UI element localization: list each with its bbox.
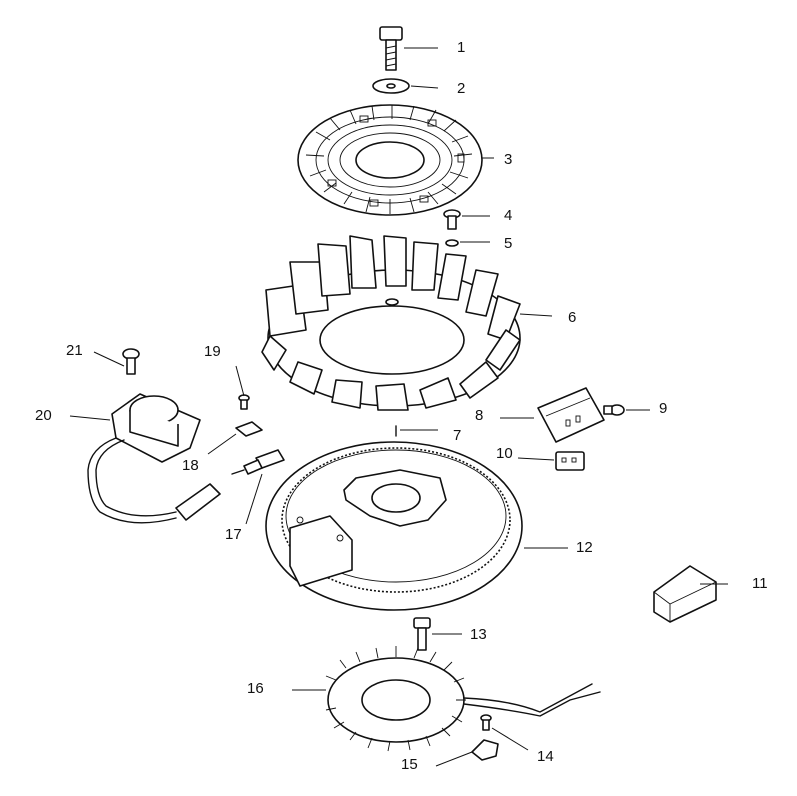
callout-16: 16 <box>247 680 264 697</box>
part-11-rectifier <box>653 565 717 623</box>
callout-2: 2 <box>457 80 466 97</box>
callout-18: 18 <box>182 457 199 474</box>
callout-3: 3 <box>504 151 513 168</box>
callout-10: 10 <box>496 445 513 462</box>
callout-21: 21 <box>66 342 83 359</box>
callout-19: 19 <box>204 343 221 360</box>
part-12-flywheel <box>265 441 523 611</box>
callout-5: 5 <box>504 235 513 252</box>
callout-17: 17 <box>225 526 242 543</box>
callout-7: 7 <box>453 427 462 444</box>
callout-13: 13 <box>470 626 487 643</box>
part-15-clip <box>471 739 499 761</box>
part-20-ignition-module <box>87 393 221 524</box>
part-9-screw <box>603 404 625 416</box>
part-3-screen <box>297 104 483 216</box>
part-21-screw <box>122 348 140 375</box>
callout-15: 15 <box>401 756 418 773</box>
part-5-washer <box>445 239 459 247</box>
part-8-module <box>537 387 605 443</box>
part-13-bolt <box>413 617 431 651</box>
callout-6: 6 <box>568 309 577 326</box>
callout-14: 14 <box>537 748 554 765</box>
callout-4: 4 <box>504 207 513 224</box>
part-4-screw <box>443 209 461 230</box>
part-10-bracket <box>555 451 585 471</box>
callout-11: 11 <box>752 575 768 592</box>
callout-9: 9 <box>659 400 668 417</box>
part-18-clip <box>235 421 263 437</box>
part-2-washer <box>372 78 410 94</box>
leader-lines <box>69 47 728 767</box>
stator-leads <box>463 683 601 717</box>
callout-1: 1 <box>457 39 466 56</box>
part-17-spark-plug <box>231 449 285 475</box>
callout-12: 12 <box>576 539 593 556</box>
part-14-screw <box>480 714 492 731</box>
callout-20: 20 <box>35 407 52 424</box>
part-6-fan <box>261 235 521 411</box>
callout-8: 8 <box>475 407 484 424</box>
part-16-stator <box>325 646 466 752</box>
part-1-bolt <box>379 26 403 71</box>
part-19-screw <box>238 394 250 410</box>
